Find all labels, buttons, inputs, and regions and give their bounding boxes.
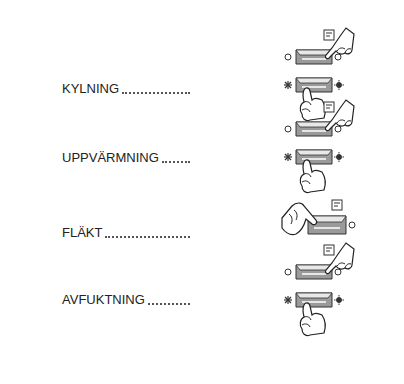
dot-leader bbox=[105, 236, 190, 238]
mode-label: KYLNING bbox=[62, 81, 119, 97]
dehumidify-switch-icon bbox=[284, 243, 354, 336]
mode-label: FLÄKT bbox=[62, 225, 102, 241]
rocker-stripe bbox=[314, 227, 340, 229]
dot-leader bbox=[148, 303, 190, 305]
power-symbol bbox=[349, 222, 355, 228]
mode-icon-line bbox=[334, 206, 338, 207]
heating-switch-icon bbox=[284, 100, 354, 193]
dot-leader bbox=[162, 161, 190, 163]
mode-label: UPPVÄRMNING bbox=[62, 150, 159, 166]
mode-icon bbox=[332, 200, 342, 210]
dot-leader bbox=[122, 92, 190, 94]
mode-label: AVFUKTNING bbox=[62, 292, 145, 308]
fan-switch-icon bbox=[282, 200, 355, 235]
hand bbox=[282, 203, 317, 235]
hand-fingers bbox=[289, 210, 297, 224]
mode-icon-line bbox=[334, 203, 340, 204]
